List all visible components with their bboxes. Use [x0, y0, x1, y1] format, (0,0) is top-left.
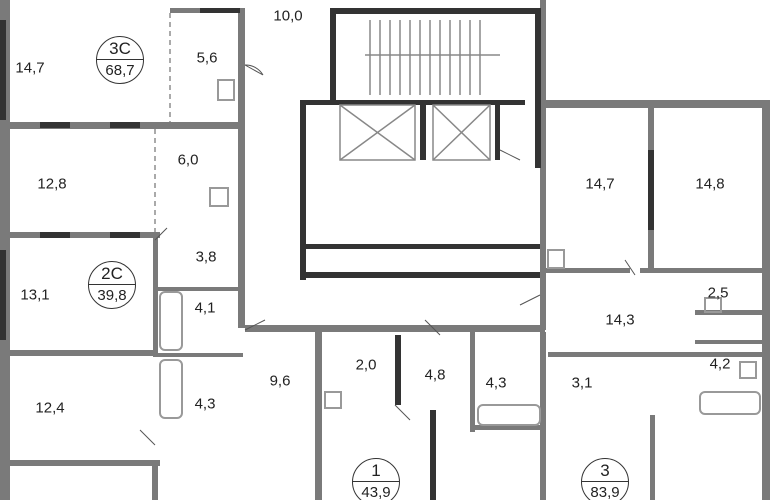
dashed-partitions	[154, 13, 171, 232]
apartment-badge[interactable]: 3С 68,7	[96, 36, 144, 84]
room-area: 4,1	[194, 299, 216, 317]
apartment-total-area: 68,7	[105, 62, 135, 79]
room-area: 14,3	[605, 311, 635, 329]
bathroom-fixtures	[159, 79, 761, 426]
room-area: 6,0	[177, 151, 199, 169]
room-area: 14,8	[695, 175, 725, 193]
room-area: 13,1	[20, 286, 50, 304]
room-area: 10,0	[273, 7, 303, 25]
apartment-badge[interactable]: 1 43,9	[352, 458, 400, 500]
room-area: 2,5	[707, 284, 729, 302]
door-swings	[139, 64, 636, 446]
room-area: 12,8	[37, 175, 67, 193]
room-area: 9,6	[269, 372, 291, 390]
apartment-badge[interactable]: 2С 39,8	[88, 261, 136, 309]
room-area: 14,7	[585, 175, 615, 193]
apartment-total-area: 43,9	[361, 484, 391, 500]
room-area: 3,8	[195, 248, 217, 266]
room-area: 5,6	[196, 49, 218, 67]
apartment-badge[interactable]: 3 83,9	[581, 458, 629, 500]
room-area: 4,3	[194, 395, 216, 413]
stairs-and-lifts	[339, 20, 500, 161]
room-area: 2,0	[355, 356, 377, 374]
apartment-type: 3С	[97, 37, 143, 60]
apartment-type: 1	[353, 459, 399, 482]
apartment-total-area: 39,8	[97, 287, 127, 304]
room-area: 4,3	[485, 374, 507, 392]
apartment-type: 2С	[89, 262, 135, 285]
apartment-type: 3	[582, 459, 628, 482]
room-area: 4,2	[709, 355, 731, 373]
room-area: 14,7	[15, 59, 45, 77]
room-area: 4,8	[424, 366, 446, 384]
room-area: 3,1	[571, 374, 593, 392]
apartment-total-area: 83,9	[590, 484, 620, 500]
room-area: 12,4	[35, 399, 65, 417]
stair-elevator-core	[0, 8, 654, 500]
